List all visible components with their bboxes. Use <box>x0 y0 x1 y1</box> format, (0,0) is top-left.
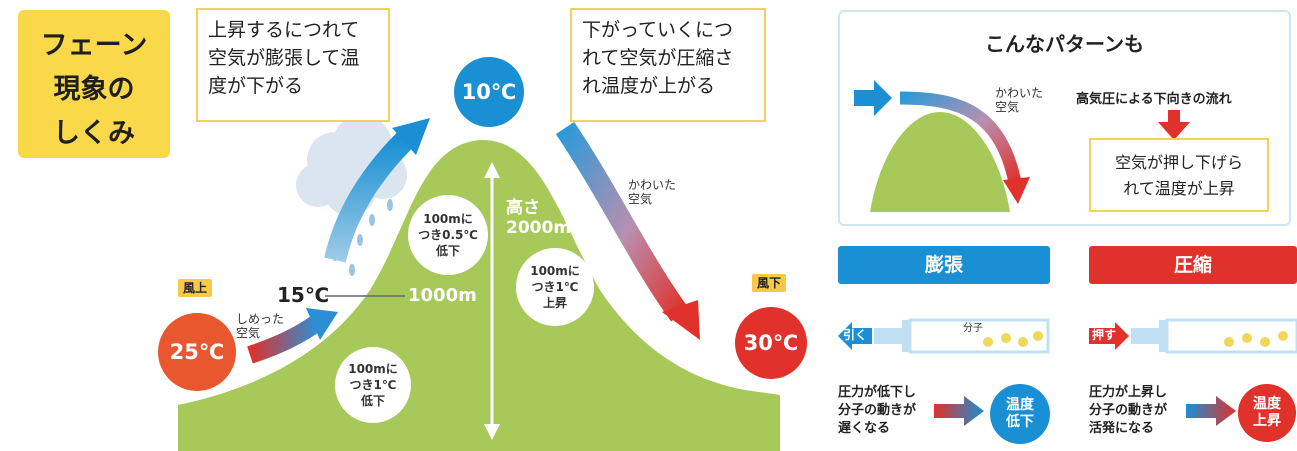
pattern-inflow-arrow <box>854 80 892 116</box>
peak-temp-circle: 10℃ <box>454 57 524 127</box>
rate-descend-1: 100mに <box>530 264 580 278</box>
expansion-piston <box>838 318 1050 354</box>
rate-descend-disc: 100mに つき1℃ 上昇 <box>516 248 594 326</box>
moist-air-label-2: 空気 <box>236 326 261 340</box>
expansion-result-1: 温度 <box>1006 397 1034 413</box>
callout-rising-line-1: 上昇するにつれて <box>208 19 360 41</box>
windward-tag: 風上 <box>178 279 212 297</box>
compression-desc: 圧力が上昇し 分子の動きが 活発になる <box>1089 384 1167 438</box>
leeward-tag: 風下 <box>752 274 786 292</box>
height-label-1: 高さ <box>506 198 540 218</box>
compression-result-2: 上昇 <box>1253 413 1281 429</box>
expansion-desc-3: 遅くなる <box>838 421 891 436</box>
expansion-piston-head <box>902 320 910 352</box>
descending-air-arrow <box>555 121 689 322</box>
height-label: 高さ 2000m <box>506 198 571 238</box>
wind-arrow-lower <box>247 314 324 364</box>
rate-descend-2: つき1℃ <box>531 280 579 294</box>
compression-action-arrow <box>1089 322 1129 350</box>
compression-piston <box>1089 318 1297 354</box>
expansion-molecule-label: 分子 <box>963 323 983 334</box>
pattern-result-box: 空気が押し下げら れて温度が上昇 <box>1089 138 1269 212</box>
rate-lower-3: 低下 <box>360 394 385 408</box>
pattern-result-1: 空気が押し下げら <box>1114 153 1243 172</box>
compression-desc-3: 活発になる <box>1089 421 1155 436</box>
expansion-piston-rod <box>874 328 902 344</box>
leeward-temp-circle: 30℃ <box>735 307 807 379</box>
compression-desc-2: 分子の動きが <box>1089 403 1168 418</box>
pattern-heading: こんなパターンも <box>985 32 1144 56</box>
foehn-diagram <box>178 115 780 451</box>
mid-temp-label: 15℃ <box>277 283 330 307</box>
compression-cylinder <box>1165 318 1297 354</box>
pattern-flow-label: 高気圧による下向きの流れ <box>1076 92 1232 107</box>
expansion-result-2: 低下 <box>1006 414 1034 430</box>
dry-air-label-1: かわいた <box>628 178 677 192</box>
windward-temp-circle: 25℃ <box>158 313 236 391</box>
compression-result-arrow <box>1186 396 1236 426</box>
compression-piston-rod <box>1131 328 1159 344</box>
rate-lower-2: つき1℃ <box>349 378 397 392</box>
altitude-1000-label: 1000m <box>408 285 477 306</box>
expansion-cylinder <box>908 318 1050 354</box>
pattern-panel: こんなパターンも かわいた 空気 高気圧による下向きの流れ 空気が押し下げら れ… <box>838 10 1291 226</box>
height-label-2: 2000m <box>506 218 572 238</box>
pattern-dry-air-1: かわいた <box>995 86 1044 100</box>
expansion-desc-2: 分子の動きが <box>838 403 917 418</box>
compression-desc-1: 圧力が上昇し <box>1089 385 1168 400</box>
descending-air-arrowhead <box>662 300 700 340</box>
compression-piston-head <box>1159 320 1167 352</box>
height-arrow-top <box>484 162 500 178</box>
pattern-dry-air-label: かわいた 空気 <box>995 86 1043 114</box>
rate-lower-1: 100mに <box>348 362 398 376</box>
rate-upper-1: 100mに <box>423 212 473 226</box>
pattern-dry-air-2: 空気 <box>995 100 1020 114</box>
mountain <box>178 139 780 451</box>
dry-air-label: かわいた 空気 <box>628 178 676 206</box>
moist-air-label-1: しめった <box>236 312 285 326</box>
compression-result-circle: 温度 上昇 <box>1238 384 1296 442</box>
expansion-result-circle: 温度 低下 <box>990 384 1050 444</box>
pattern-flow-arrow <box>899 91 1022 184</box>
wind-arrow-lower-head <box>306 308 338 340</box>
compression-banner: 圧縮 <box>1089 246 1297 284</box>
callout-descending-line-1: 下がっていくにつ <box>582 19 734 41</box>
compression-result-1: 温度 <box>1253 396 1281 412</box>
rate-upper-disc: 100mに つき0.5℃ 低下 <box>408 195 488 275</box>
pattern-mountain <box>870 112 1010 212</box>
rising-air-arrowhead <box>392 118 430 155</box>
callout-descending-line-2: れて空気が圧縮さ <box>582 47 734 69</box>
expansion-banner: 膨張 <box>838 246 1050 284</box>
rate-lower-disc: 100mに つき1℃ 低下 <box>335 347 411 423</box>
pattern-flow-arrowhead <box>1003 177 1030 204</box>
title-box: フェーン 現象の しくみ <box>18 10 170 158</box>
rate-upper-2: つき0.5℃ <box>418 228 478 242</box>
height-arrow-bottom <box>484 424 500 440</box>
callout-descending-line-3: れ温度が上がる <box>582 75 716 97</box>
compression-action-label: 押す <box>1092 328 1117 342</box>
expansion-action-label: 引く <box>843 328 868 342</box>
pattern-down-arrow <box>1158 110 1190 140</box>
callout-rising: 上昇するにつれて 空気が膨張して温 度が下がる <box>196 8 390 122</box>
pattern-diagram <box>854 80 1190 212</box>
callout-rising-line-2: 空気が膨張して温 <box>208 47 360 69</box>
dry-air-label-2: 空気 <box>628 192 653 206</box>
title-line-2: 現象の <box>53 74 135 105</box>
expansion-action-arrow <box>838 322 872 350</box>
callout-descending: 下がっていくにつ れて空気が圧縮さ れ温度が上がる <box>570 8 766 122</box>
expansion-desc-1: 圧力が低下し <box>838 385 917 400</box>
pattern-result-2: れて温度が上昇 <box>1123 179 1235 198</box>
rate-upper-3: 低下 <box>435 244 460 258</box>
callout-rising-line-3: 度が下がる <box>208 75 304 97</box>
expansion-desc: 圧力が低下し 分子の動きが 遅くなる <box>838 384 916 438</box>
title-line-3: しくみ <box>52 118 136 149</box>
title-line-1: フェーン <box>40 30 148 61</box>
rising-air-arrow <box>324 132 413 263</box>
expansion-result-arrow <box>934 396 984 426</box>
rate-descend-3: 上昇 <box>542 296 567 310</box>
moist-air-label: しめった 空気 <box>236 312 284 340</box>
